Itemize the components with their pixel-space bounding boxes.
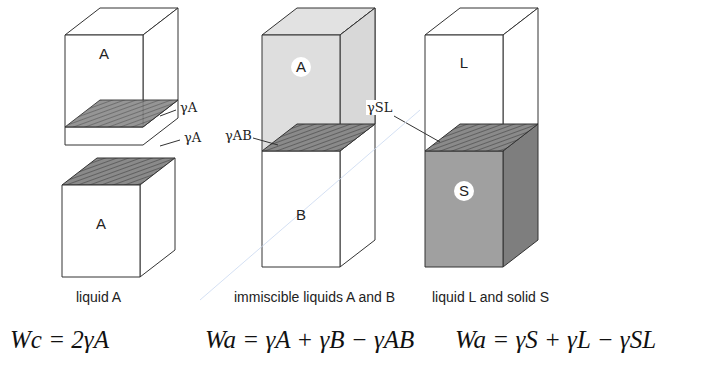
caption: immiscible liquids A and B (234, 289, 395, 305)
cube: A (65, 35, 143, 127)
cube-letter: A (96, 215, 106, 232)
cube-letter: S (454, 181, 474, 201)
cube-letter: L (454, 53, 474, 73)
caption: liquid A (76, 289, 121, 305)
cube: A (262, 35, 340, 151)
cube: S (425, 151, 503, 267)
cube: A (62, 185, 140, 277)
surface-tension-label: γA (179, 100, 198, 115)
cube-letter: A (99, 45, 109, 62)
caption: liquid L and solid S (432, 289, 549, 305)
surface-tension-label: γA (183, 130, 202, 145)
interfacial-tension-label: γAB (224, 128, 253, 143)
cube: L (425, 35, 503, 151)
cube-letter: B (296, 206, 306, 223)
interfacial-tension-label: γSL (366, 100, 393, 115)
equation: Wa = γA + γB − γAB (205, 326, 414, 354)
cube-letter: A (291, 57, 311, 77)
equation: Wc = 2γA (10, 326, 109, 354)
equation: Wa = γS + γL − γSL (455, 326, 656, 354)
cube: B (262, 151, 340, 267)
